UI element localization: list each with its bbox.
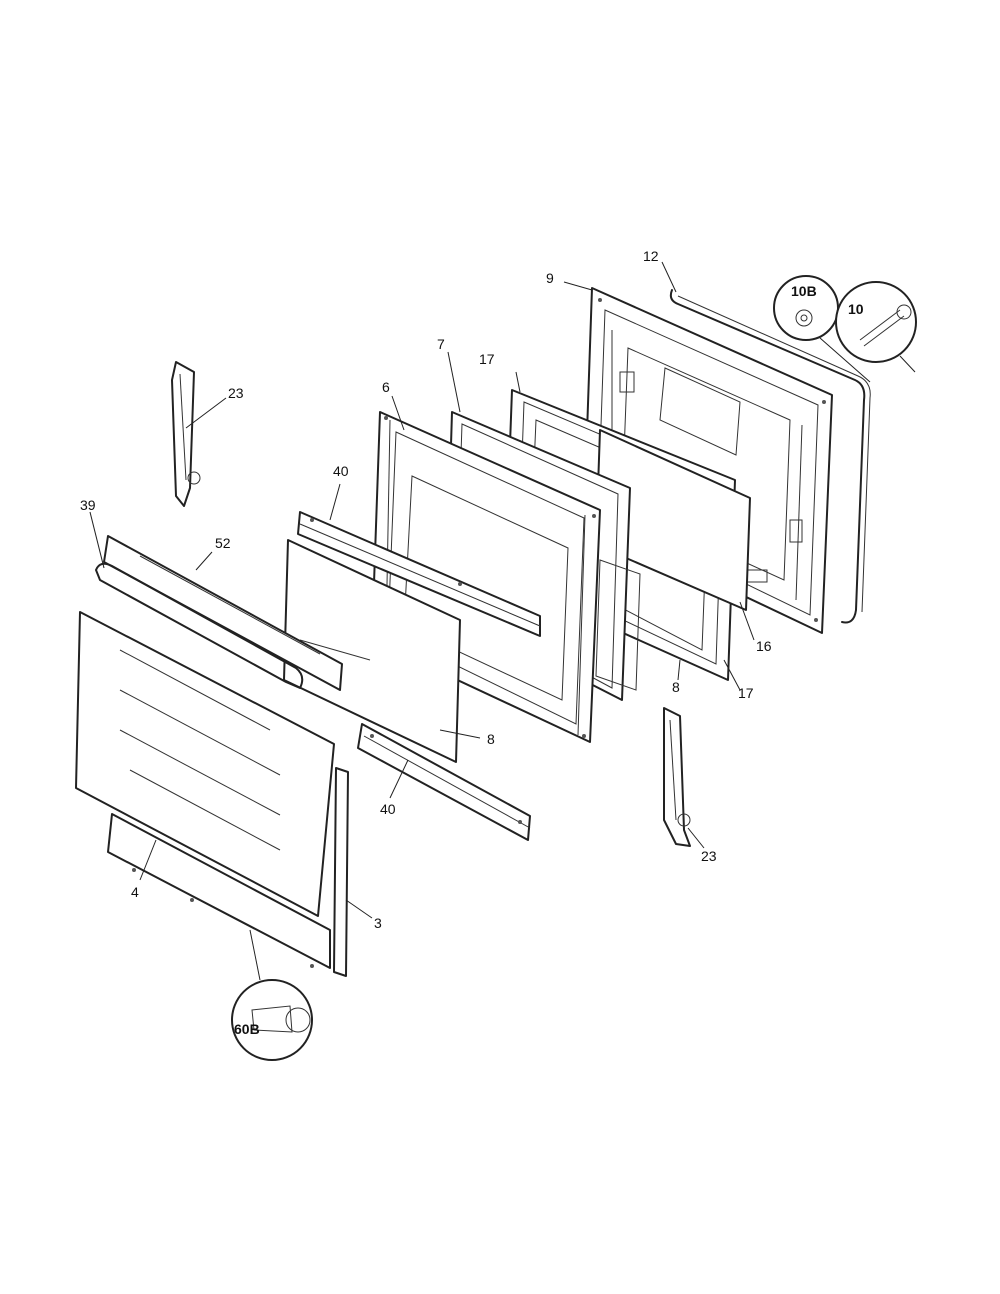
label-60b: 60B xyxy=(234,1021,260,1037)
label-3: 3 xyxy=(374,915,382,931)
door-gasket xyxy=(669,289,871,624)
hinge-right xyxy=(663,707,691,847)
label-9: 9 xyxy=(546,270,554,286)
label-4: 4 xyxy=(131,884,139,900)
label-6: 6 xyxy=(382,379,390,395)
lower-rail xyxy=(357,723,531,841)
leader-lines xyxy=(89,261,755,981)
label-10b: 10B xyxy=(791,283,817,299)
part-labels: 9 12 10B 10 7 17 6 23 40 39 52 16 8 17 8… xyxy=(80,248,864,1037)
bottom-trim xyxy=(107,813,331,969)
label-40-top: 40 xyxy=(333,463,349,479)
label-23-left: 23 xyxy=(228,385,244,401)
upper-rail xyxy=(297,511,541,637)
label-7: 7 xyxy=(437,336,445,352)
label-16: 16 xyxy=(756,638,772,654)
detail-bubble-10 xyxy=(835,281,917,373)
label-8-glass: 8 xyxy=(487,731,495,747)
door-handle xyxy=(95,535,343,691)
label-23-right: 23 xyxy=(701,848,717,864)
label-17-bottom: 17 xyxy=(738,685,754,701)
label-40-bottom: 40 xyxy=(380,801,396,817)
outer-glass xyxy=(75,611,335,917)
hinge-left xyxy=(171,361,201,507)
label-10: 10 xyxy=(848,301,864,317)
label-39: 39 xyxy=(80,497,96,513)
label-52: 52 xyxy=(215,535,231,551)
label-17-top: 17 xyxy=(479,351,495,367)
label-8-bottom: 8 xyxy=(672,679,680,695)
label-12: 12 xyxy=(643,248,659,264)
side-trim xyxy=(333,767,349,977)
detail-bubble-60b xyxy=(231,979,313,1061)
